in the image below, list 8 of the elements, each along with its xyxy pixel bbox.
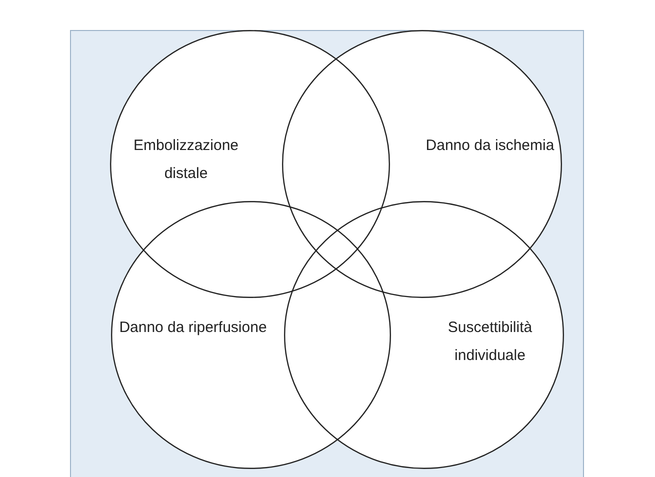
circle-label: Danno da ischemia [424, 136, 556, 156]
circle-label: Embolizzazione distale [132, 136, 240, 184]
circle-label: Suscettibilità individuale [446, 318, 534, 366]
circle-label: Danno da riperfusione [118, 318, 268, 338]
venn-circle [282, 30, 562, 298]
venn-circle [284, 201, 564, 469]
venn-circle [110, 30, 390, 298]
venn-circle [111, 201, 391, 469]
